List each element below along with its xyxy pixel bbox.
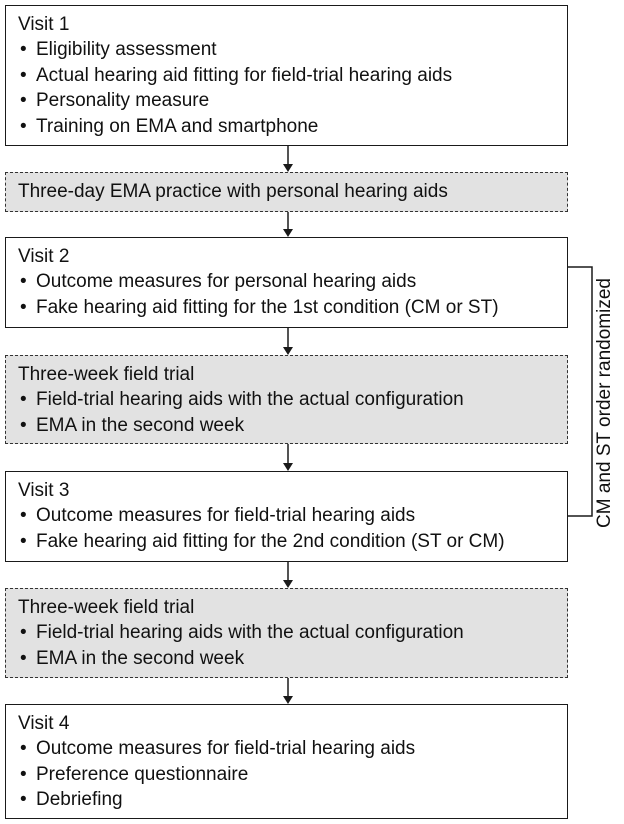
- field-trial-2-list: Field-trial hearing aids with the actual…: [18, 620, 567, 671]
- list-item: Personality measure: [18, 88, 567, 114]
- visit-2-box: Visit 2 Outcome measures for personal he…: [5, 237, 568, 328]
- field-trial-2-title: Three-week field trial: [18, 597, 195, 618]
- field-trial-1-title: Three-week field trial: [18, 364, 195, 385]
- randomization-bracket: [568, 266, 593, 517]
- ema-practice-title: Three-day EMA practice with personal hea…: [18, 181, 448, 202]
- visit-2-title: Visit 2: [18, 246, 70, 267]
- list-item: Fake hearing aid fitting for the 2nd con…: [18, 529, 567, 555]
- list-item: Eligibility assessment: [18, 37, 567, 63]
- visit-4-title: Visit 4: [18, 713, 70, 734]
- ema-practice-box: Three-day EMA practice with personal hea…: [5, 172, 568, 212]
- visit-1-title: Visit 1: [18, 14, 70, 35]
- visit-1-list: Eligibility assessment Actual hearing ai…: [18, 37, 567, 139]
- field-trial-2-box: Three-week field trial Field-trial heari…: [5, 588, 568, 678]
- field-trial-1-box: Three-week field trial Field-trial heari…: [5, 355, 568, 444]
- visit-2-list: Outcome measures for personal hearing ai…: [18, 269, 567, 320]
- arrow-5-head: [283, 580, 293, 588]
- visit-3-title: Visit 3: [18, 480, 70, 501]
- list-item: EMA in the second week: [18, 413, 567, 439]
- list-item: Actual hearing aid fitting for field-tri…: [18, 63, 567, 89]
- visit-1-box: Visit 1 Eligibility assessment Actual he…: [5, 5, 568, 146]
- list-item: Outcome measures for field-trial hearing…: [18, 503, 567, 529]
- visit-3-list: Outcome measures for field-trial hearing…: [18, 503, 567, 554]
- list-item: EMA in the second week: [18, 646, 567, 672]
- list-item: Preference questionnaire: [18, 762, 567, 788]
- arrow-4-head: [283, 463, 293, 471]
- list-item: Outcome measures for field-trial hearing…: [18, 736, 567, 762]
- arrow-2-head: [283, 229, 293, 237]
- list-item: Field-trial hearing aids with the actual…: [18, 387, 567, 413]
- visit-4-box: Visit 4 Outcome measures for field-trial…: [5, 704, 568, 819]
- arrow-3-head: [283, 347, 293, 355]
- arrow-6-head: [283, 696, 293, 704]
- list-item: Outcome measures for personal hearing ai…: [18, 269, 567, 295]
- randomization-label: CM and ST order randomized: [594, 278, 615, 528]
- list-item: Debriefing: [18, 787, 567, 813]
- visit-3-box: Visit 3 Outcome measures for field-trial…: [5, 471, 568, 562]
- list-item: Fake hearing aid fitting for the 1st con…: [18, 295, 567, 321]
- field-trial-1-list: Field-trial hearing aids with the actual…: [18, 387, 567, 438]
- list-item: Field-trial hearing aids with the actual…: [18, 620, 567, 646]
- visit-4-list: Outcome measures for field-trial hearing…: [18, 736, 567, 813]
- list-item: Training on EMA and smartphone: [18, 114, 567, 140]
- arrow-1-head: [283, 164, 293, 172]
